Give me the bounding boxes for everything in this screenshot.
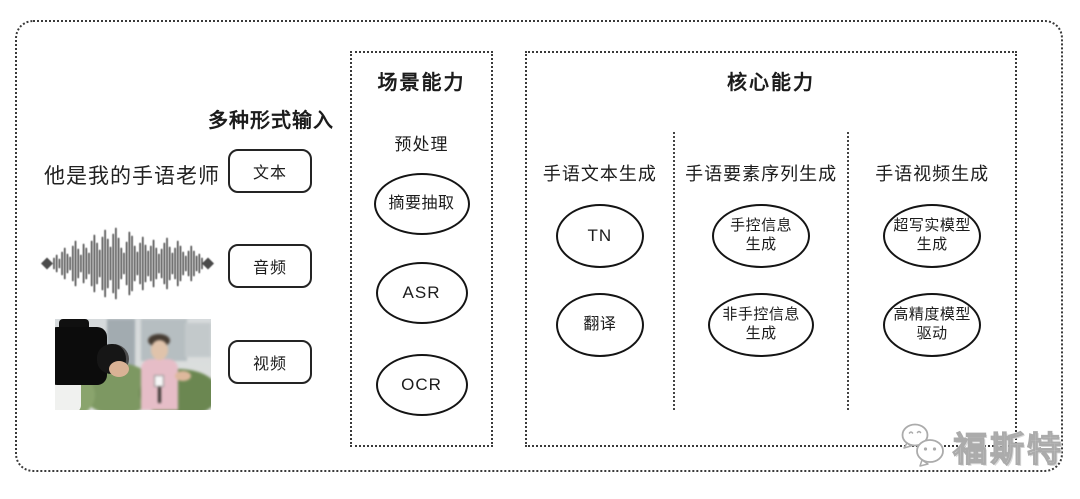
core-capability-panel: 核心能力 手语文本生成 TN 翻译 手语要素序列生成 手控信息 生成 非手控信息… [525, 51, 1017, 447]
node-tn: TN [555, 204, 644, 268]
outer-dotted-border [15, 20, 1063, 472]
core-column-sign-text-generation: 手语文本生成 TN 翻译 [527, 132, 673, 410]
audio-waveform-icon [40, 227, 215, 300]
core-columns: 手语文本生成 TN 翻译 手语要素序列生成 手控信息 生成 非手控信息 生成 手… [527, 132, 1015, 410]
video-input-box: 视频 [228, 340, 312, 384]
audio-input-box: 音频 [228, 244, 312, 288]
node-manual-info-generation: 手控信息 生成 [712, 204, 811, 268]
video-input-label: 视频 [252, 356, 287, 373]
column-header: 手语要素序列生成 [685, 164, 838, 184]
input-section-title: 多种形式输入 [208, 110, 334, 132]
node-non-manual-info-generation: 非手控信息 生成 [708, 293, 815, 357]
audio-input-label: 音频 [252, 260, 287, 277]
watermark-text: 福斯特 [952, 430, 1064, 469]
core-column-sign-video-generation: 手语视频生成 超写实模型 生成 高精度模型 驱动 [847, 132, 1015, 410]
node-hyperrealistic-model-generation: 超写实模型 生成 [883, 204, 982, 268]
text-input-label: 文本 [252, 165, 287, 182]
scene-capability-panel: 场景能力 预处理 摘要抽取 ASR OCR [350, 51, 493, 447]
node-ocr: OCR [375, 354, 468, 416]
watermark: 福斯特 [898, 420, 1064, 472]
sample-sentence-text: 他是我的手语老师 [44, 165, 220, 188]
node-translation: 翻译 [555, 293, 644, 357]
wechat-logo-icon [901, 423, 944, 467]
preprocess-label: 预处理 [394, 135, 449, 154]
text-input-box: 文本 [228, 149, 312, 193]
microphone-icon [154, 375, 164, 387]
node-summary-extraction: 摘要抽取 [373, 173, 470, 235]
scene-panel-title: 场景能力 [377, 72, 466, 94]
core-column-sign-element-sequence-generation: 手语要素序列生成 手控信息 生成 非手控信息 生成 [672, 132, 848, 410]
column-header: 手语文本生成 [542, 164, 657, 184]
video-thumbnail [55, 319, 211, 410]
node-asr: ASR [375, 262, 468, 324]
node-high-precision-model-driving: 高精度模型 驱动 [883, 293, 982, 357]
core-panel-title: 核心能力 [727, 72, 815, 94]
column-header: 手语视频生成 [875, 164, 990, 184]
